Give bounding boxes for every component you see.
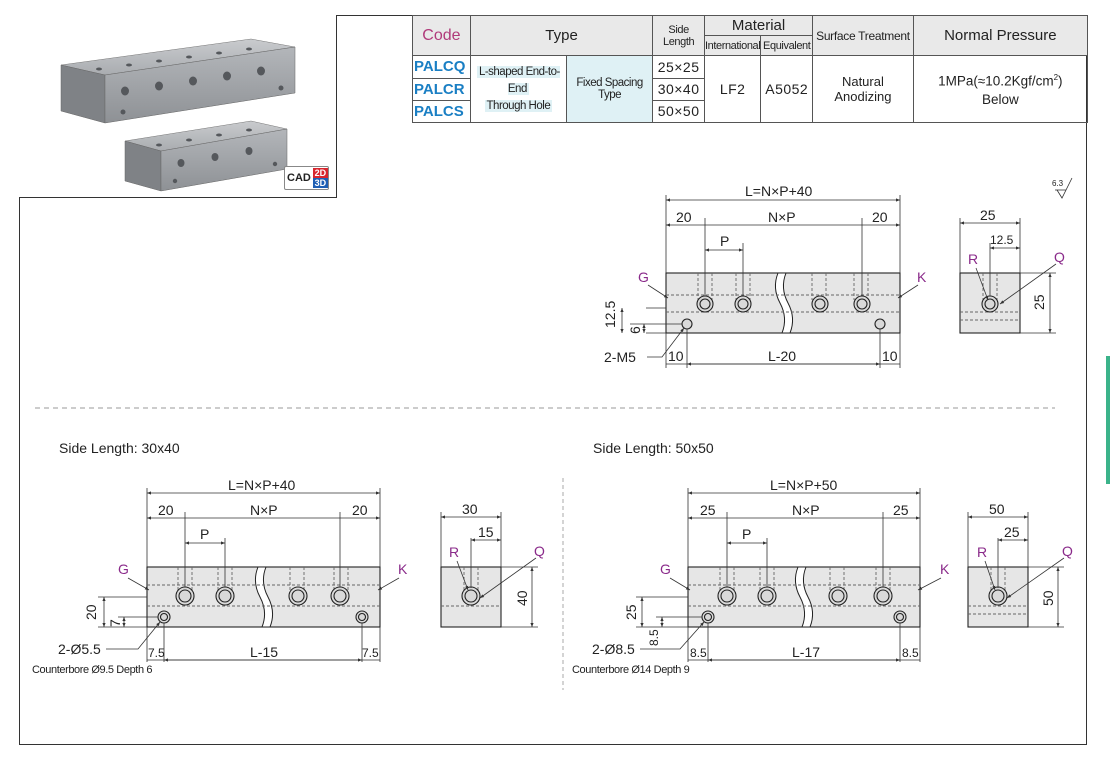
dim-30-b-mid: L-15 xyxy=(250,644,278,660)
dim-50-h1: 25 xyxy=(623,604,639,620)
dim-30-np: N×P xyxy=(250,502,278,518)
dim-25-np: N×P xyxy=(768,209,796,225)
dim-30-p: P xyxy=(200,526,209,542)
side-25-height: 25 xyxy=(1031,294,1047,310)
dim-25-h1: 12.5 xyxy=(602,301,618,328)
counterbore-50: Counterbore Ø14 Depth 9 xyxy=(572,664,690,676)
side-50x50: 50×50 xyxy=(652,99,705,124)
cad-2d-label: 2D xyxy=(312,168,328,178)
dim-30-b-b: 7.5 xyxy=(362,646,379,660)
type-fixed-spacing: Fixed Spacing Type xyxy=(565,55,654,123)
dim-25-end-a: 20 xyxy=(676,209,692,225)
side-25-width: 25 xyxy=(980,207,996,223)
side-50-height: 50 xyxy=(1040,590,1056,606)
hole-spec-50: 2-Ø8.5 xyxy=(592,641,635,657)
type-main-line2: Through Hole xyxy=(484,99,553,112)
header-side-length: Side Length xyxy=(652,14,705,57)
side-50-width: 50 xyxy=(989,501,1005,517)
dim-25-b-mid: L-20 xyxy=(768,348,796,364)
manifold-block-illustration xyxy=(60,38,296,192)
port-50-g: G xyxy=(660,561,671,577)
hole-spec-30: 2-Ø5.5 xyxy=(58,641,101,657)
front-view-50: L=N×P+50 25 N×P 25 P G K 25 8.5 2-Ø8.5 C… xyxy=(572,477,950,676)
side-50-half: 25 xyxy=(1004,524,1020,540)
front-view-25: L=N×P+40 20 N×P 20 P G K 12.5 6 2-M5 10 … xyxy=(602,183,927,368)
side-30-width: 30 xyxy=(462,501,478,517)
dim-50-end-a: 25 xyxy=(700,502,716,518)
hole-spec-25: 2-M5 xyxy=(604,349,636,365)
dim-50-b-b: 8.5 xyxy=(902,646,919,660)
port-50-r: R xyxy=(977,544,987,560)
header-international: International xyxy=(703,35,762,57)
specification-table: Code Type Side Length Material Surface T… xyxy=(412,14,1089,124)
port-25-r: R xyxy=(968,251,978,267)
port-30-k: K xyxy=(398,561,408,577)
surface-roughness-symbol: 6.3 xyxy=(1052,177,1073,199)
port-25-q: Q xyxy=(1054,249,1065,265)
dim-30-L: L=N×P+40 xyxy=(228,477,296,493)
dim-50-b-mid: L-17 xyxy=(792,644,820,660)
port-25-g: G xyxy=(638,269,649,285)
dim-50-p: P xyxy=(742,526,751,542)
side-view-30: 30 15 R Q 40 xyxy=(440,501,545,628)
dim-30-h2: 7 xyxy=(107,619,123,627)
dim-25-h2: 6 xyxy=(627,326,643,334)
side-view-25: 25 12.5 R Q 25 xyxy=(959,207,1065,334)
header-code: Code xyxy=(412,14,471,57)
dim-30-b-a: 7.5 xyxy=(148,646,165,660)
material-equivalent: A5052 xyxy=(760,55,814,123)
dim-25-end-b: 20 xyxy=(872,209,888,225)
port-50-q: Q xyxy=(1062,543,1073,559)
dim-30-end-a: 20 xyxy=(158,502,174,518)
dim-25-b-a: 10 xyxy=(668,348,684,364)
surface-treatment-value: Natural Anodizing xyxy=(812,55,914,123)
dim-30-end-b: 20 xyxy=(352,502,368,518)
side-30-height: 40 xyxy=(514,590,530,606)
cad-3d-label: 3D xyxy=(312,178,328,188)
side-tab-marker[interactable] xyxy=(1106,356,1110,484)
port-50-k: K xyxy=(940,561,950,577)
dim-30-h1: 20 xyxy=(83,604,99,620)
dim-50-end-b: 25 xyxy=(893,502,909,518)
section-title-30x40: Side Length: 30x40 xyxy=(59,440,180,456)
side-view-50: 50 25 R Q 50 xyxy=(967,501,1073,628)
pressure-superscript: 2 xyxy=(1053,73,1059,83)
counterbore-30: Counterbore Ø9.5 Depth 6 xyxy=(32,664,152,676)
port-30-r: R xyxy=(449,544,459,560)
dim-25-b-b: 10 xyxy=(882,348,898,364)
dim-50-b-a: 8.5 xyxy=(690,646,707,660)
port-25-k: K xyxy=(917,269,927,285)
header-type: Type xyxy=(469,14,654,57)
type-main: L-shaped End-to-End Through Hole xyxy=(469,55,567,123)
pressure-line2: Below xyxy=(981,91,1019,107)
header-normal-pressure: Normal Pressure xyxy=(912,14,1089,57)
section-title-50x50: Side Length: 50x50 xyxy=(593,440,714,456)
pressure-line1: 1MPa(≈10.2Kgf/cm xyxy=(938,73,1054,89)
dim-50-L: L=N×P+50 xyxy=(770,477,838,493)
side-30-half: 15 xyxy=(478,524,494,540)
code-palcs[interactable]: PALCS xyxy=(412,99,471,124)
dim-25-L: L=N×P+40 xyxy=(745,183,813,199)
material-international: LF2 xyxy=(703,55,762,123)
pressure-value: 1MPa(≈10.2Kgf/cm2) Below xyxy=(912,55,1089,123)
side-25-half: 12.5 xyxy=(990,233,1014,247)
port-30-q: Q xyxy=(534,543,545,559)
header-equivalent: Equivalent xyxy=(760,35,814,57)
dim-25-p: P xyxy=(720,233,729,249)
dim-50-h2: 8.5 xyxy=(647,629,661,646)
roughness-value: 6.3 xyxy=(1052,179,1064,188)
code-palcq[interactable]: PALCQ xyxy=(412,55,471,79)
pressure-close: ) xyxy=(1058,73,1063,89)
port-30-g: G xyxy=(118,561,129,577)
dim-50-np: N×P xyxy=(792,502,820,518)
cad-label: CAD xyxy=(287,172,311,184)
header-surface-treatment: Surface Treatment xyxy=(812,14,914,57)
cad-download-badge[interactable]: CAD 2D 3D xyxy=(284,166,329,190)
front-view-30: L=N×P+40 20 N×P 20 P G K 20 7 2-Ø5.5 Cou… xyxy=(32,477,408,676)
